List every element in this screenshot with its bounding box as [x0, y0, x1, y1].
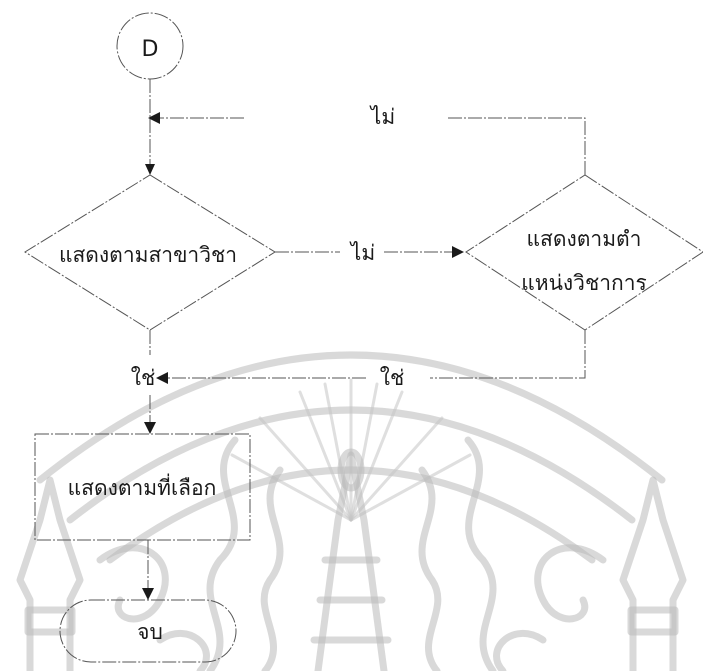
- edge-label-yes-right: ใช่: [380, 366, 405, 390]
- process-selected: แสดงตามที่เลือก: [34, 433, 251, 541]
- edge-yes-right-part: [430, 330, 586, 379]
- connector-d-label: D: [142, 37, 159, 62]
- edge-label-no-middle: ไม่: [349, 241, 375, 265]
- watermark-right-tower-box: [627, 606, 679, 636]
- process-selected-label: แสดงตามที่เลือก: [68, 473, 217, 500]
- decision-position: แสดงตามตำ แหน่งวิชาการ: [465, 174, 703, 331]
- watermark-left-flame-inner: [260, 466, 284, 671]
- watermark-spire-top: [337, 448, 365, 492]
- decision-subject: แสดงตามสาขาวิชา: [24, 174, 276, 331]
- watermark-seal: [16, 351, 687, 671]
- watermark-left-tower-box: [24, 606, 76, 636]
- watermark-right-flame-inner: [418, 466, 442, 671]
- watermark-left-curl-lower: [156, 630, 210, 671]
- decision-subject-label: แสดงตามสาขาวิชา: [59, 243, 237, 267]
- watermark-left-flame: [206, 436, 239, 671]
- decision-position-label-line2: แหน่งวิชาการ: [521, 271, 647, 295]
- watermark-right-tower: [619, 476, 687, 671]
- watermark-right-curl: [534, 544, 607, 623]
- connector-d: D: [116, 12, 184, 80]
- terminal-end-shape: [59, 599, 237, 663]
- watermark-spire-bands: [310, 556, 392, 644]
- arrowhead-to-process: [144, 422, 156, 434]
- edge-label-yes-left: ใช่: [131, 366, 156, 390]
- arrowhead-loop-merge: [148, 112, 160, 124]
- decision-subject-diamond: [24, 174, 276, 331]
- decision-position-diamond: [465, 174, 703, 331]
- terminal-end: จบ: [59, 599, 237, 663]
- arrowhead-to-position: [452, 246, 464, 258]
- watermark-right-curl-lower: [493, 630, 547, 671]
- terminal-end-label: จบ: [137, 620, 163, 644]
- arrowhead-to-decision: [145, 164, 155, 175]
- watermark-left-tower: [16, 476, 84, 671]
- arrowhead-yes-merge: [156, 372, 168, 384]
- edge-label-no-top: ไม่: [369, 105, 395, 129]
- watermark-left-curl: [96, 544, 169, 623]
- edge-loop-right-part: [448, 117, 586, 175]
- process-selected-box: [34, 433, 251, 541]
- decision-position-label-line1: แสดงตามตำ: [527, 227, 642, 251]
- watermark-outer-arc: [36, 351, 666, 484]
- watermark-right-flame: [464, 436, 497, 671]
- arrowhead-to-end: [142, 588, 154, 600]
